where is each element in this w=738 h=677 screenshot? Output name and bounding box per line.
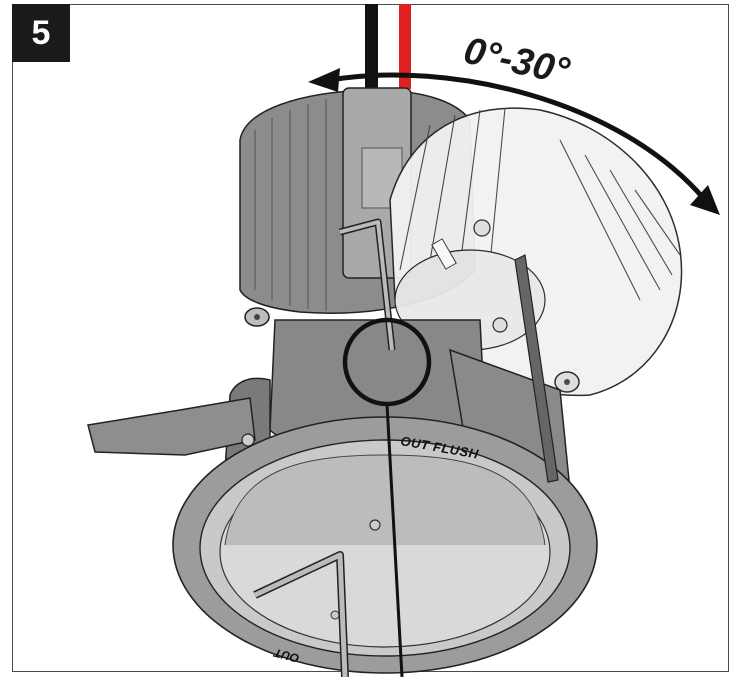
arrow-head-left [308, 68, 340, 92]
wing-screw [241, 433, 255, 447]
mounting-wing [87, 397, 256, 456]
rotation-arrow [308, 68, 720, 215]
step-number-badge: 5 [12, 4, 70, 62]
black-wire [365, 4, 378, 99]
trim-ring: OUT FLUSH OUT [172, 416, 598, 674]
allen-key-upper [339, 218, 396, 351]
out-label: OUT [271, 645, 301, 666]
callout-leader-line [385, 403, 404, 677]
supply-wires [365, 4, 411, 99]
arrow-head-right [690, 185, 720, 215]
red-wire [399, 4, 411, 89]
spring-clip [514, 254, 559, 483]
allen-key-lower [253, 551, 349, 677]
heatsink [239, 87, 476, 327]
